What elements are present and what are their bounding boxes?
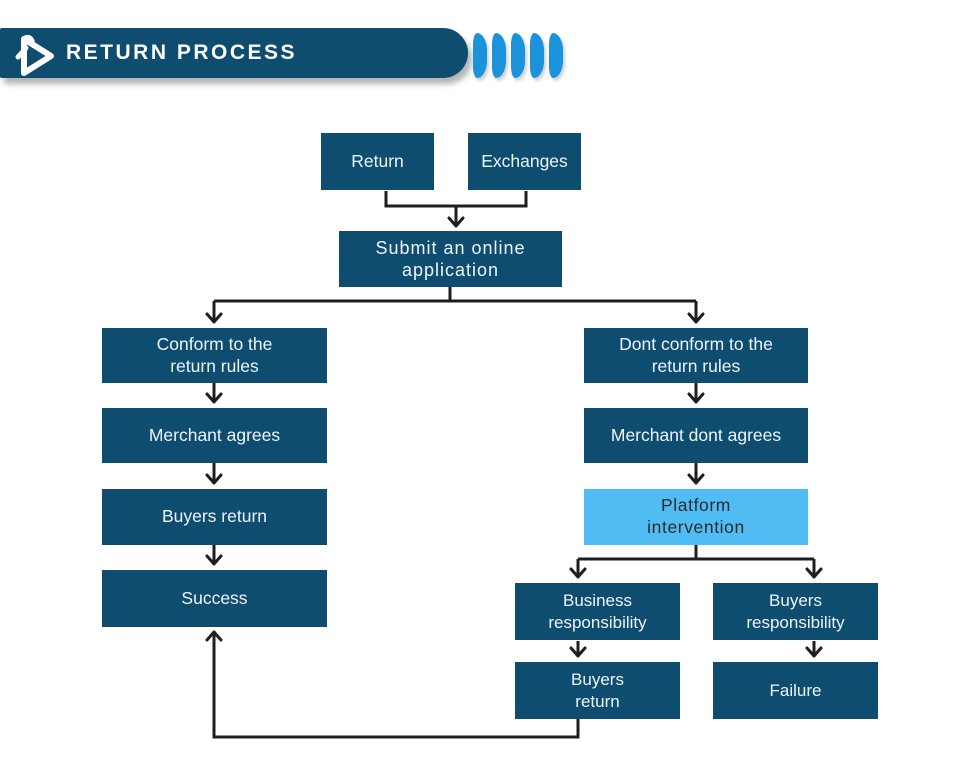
node-dont-conform-rules: Dont conform to the return rules — [584, 328, 808, 383]
chevron-shape-icon — [530, 33, 544, 78]
node-return: Return — [321, 133, 434, 190]
node-platform-intervention: Platform intervention — [584, 489, 808, 545]
edge-return-exchanges-merge — [384, 191, 528, 208]
wrench-play-logo-icon — [10, 30, 58, 78]
node-failure: Failure — [713, 662, 878, 719]
node-business-responsibility: Business responsibility — [515, 583, 680, 640]
chevron-shape-icon — [511, 33, 525, 78]
node-success: Success — [102, 570, 327, 627]
chevron-shape-icon — [492, 33, 506, 78]
header-banner: RETURN PROCESS — [0, 28, 468, 78]
chevron-shape-icon — [473, 33, 487, 78]
node-buyers-return-2: Buyers return — [515, 662, 680, 719]
node-buyers-return: Buyers return — [102, 489, 327, 545]
page-title: RETURN PROCESS — [66, 41, 298, 64]
node-exchanges: Exchanges — [468, 133, 581, 190]
node-merchant-agrees: Merchant agrees — [102, 408, 327, 463]
node-conform-rules: Conform to the return rules — [102, 328, 327, 383]
node-buyers-responsibility: Buyers responsibility — [713, 583, 878, 640]
chevron-shape-icon — [549, 33, 563, 78]
node-submit-application: Submit an online application — [339, 231, 562, 287]
node-merchant-dont-agrees: Merchant dont agrees — [584, 408, 808, 463]
